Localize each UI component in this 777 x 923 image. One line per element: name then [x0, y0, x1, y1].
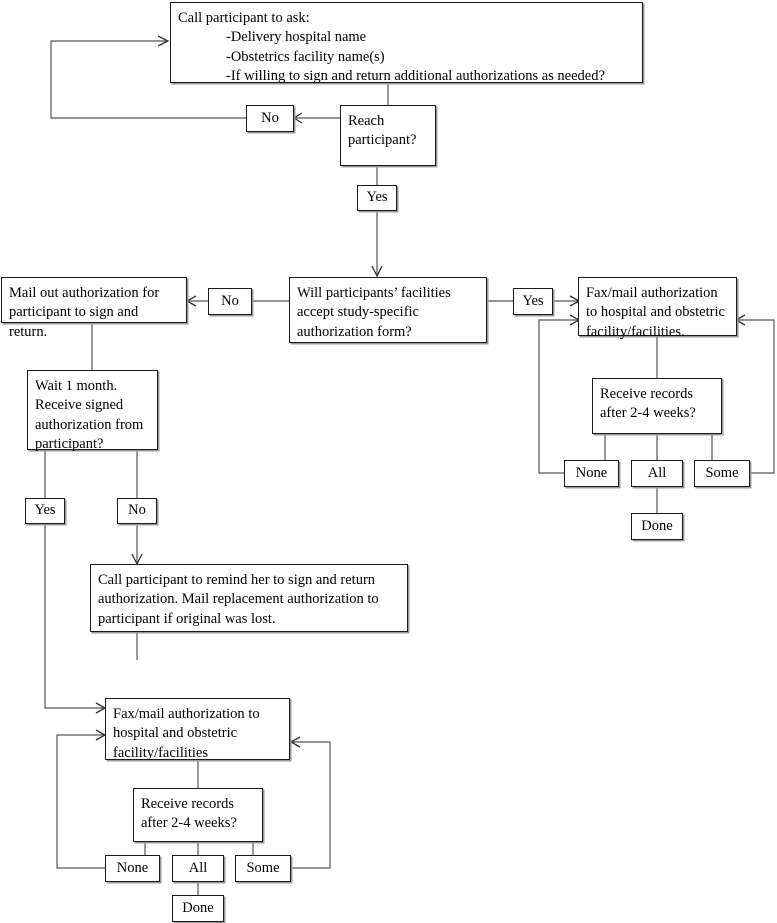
node-accept-yes-label[interactable]: Yes — [513, 288, 553, 315]
node-reach-yes-label[interactable]: Yes — [357, 185, 397, 211]
wait-yes-text: Yes — [34, 502, 56, 519]
wait-no-text: No — [128, 502, 146, 519]
node-accept-no-label[interactable]: No — [208, 288, 252, 315]
bottom-none-text: None — [116, 859, 149, 876]
bottom-done-text: Done — [182, 899, 214, 916]
call-remind-text: Call participant to remind her to sign a… — [98, 572, 379, 627]
conn-yes-to-faxbottom — [44, 524, 104, 709]
reach-yes-text: Yes — [366, 189, 388, 206]
conn-bottomsome-loopback — [290, 741, 331, 869]
wait-one-month-text: Wait 1 month. Receive signed authorizati… — [35, 378, 144, 452]
node-fax-mail-bottom[interactable]: Fax/mail authorization to hospital and o… — [105, 698, 290, 761]
receive-right-text: Receive records after 2-4 weeks? — [600, 386, 696, 422]
node-right-all[interactable]: All — [631, 460, 683, 487]
arrowhead-bottomsome-loopback — [289, 736, 301, 748]
right-none-text: None — [575, 464, 608, 481]
node-receive-records-right[interactable]: Receive records after 2-4 weeks? — [592, 378, 722, 434]
arrowhead-no-loopback — [157, 35, 170, 47]
node-right-some[interactable]: Some — [694, 460, 750, 487]
node-wait-yes-label[interactable]: Yes — [25, 498, 65, 524]
conn-no-loopback — [50, 40, 246, 119]
node-right-done[interactable]: Done — [631, 513, 683, 540]
right-some-text: Some — [705, 464, 739, 481]
accept-yes-text: Yes — [522, 292, 544, 309]
reach-participant-text: Reach participant? — [348, 113, 417, 149]
accept-no-text: No — [221, 292, 239, 309]
fax-bottom-text: Fax/mail authorization to hospital and o… — [113, 706, 260, 761]
conn-rightsome-loopback — [738, 319, 775, 474]
node-bottom-all[interactable]: All — [172, 855, 224, 882]
bottom-some-text: Some — [246, 859, 280, 876]
conn-rightnone-loopback — [538, 319, 578, 474]
mail-out-auth-text: Mail out authorization for participant t… — [9, 285, 160, 340]
node-right-none[interactable]: None — [564, 460, 619, 487]
node-mail-out-authorization[interactable]: Mail out authorization for participant t… — [1, 277, 187, 340]
arrowhead-no-mailout — [185, 295, 197, 307]
node-call-remind[interactable]: Call participant to remind her to sign a… — [90, 564, 408, 632]
call-participant-bullet-2: -Obstetrics facility name(s) — [226, 48, 385, 65]
receive-bottom-text: Receive records after 2-4 weeks? — [141, 796, 237, 832]
right-all-text: All — [647, 464, 667, 481]
call-participant-bullet-1: -Delivery hospital name — [226, 29, 367, 46]
node-reach-participant[interactable]: Reach participant? — [340, 105, 436, 166]
conn-bottomnone-loopback — [56, 734, 105, 869]
accept-form-text: Will participants’ facilities accept stu… — [297, 285, 451, 340]
call-participant-bullet-3: -If willing to sign and return additiona… — [226, 67, 605, 84]
arrowhead-reach-no — [292, 112, 303, 124]
node-fax-mail-right[interactable]: Fax/mail authorization to hospital and o… — [578, 277, 737, 340]
node-bottom-none[interactable]: None — [105, 855, 160, 882]
node-bottom-done[interactable]: Done — [172, 895, 224, 922]
right-done-text: Done — [641, 517, 673, 534]
node-wait-no-label[interactable]: No — [117, 498, 157, 524]
node-call-participant-to-ask[interactable]: Call participant to ask: -Delivery hospi… — [170, 2, 643, 84]
node-bottom-some[interactable]: Some — [235, 855, 291, 882]
reach-no-text: No — [261, 109, 279, 126]
node-accept-study-form[interactable]: Will participants’ facilities accept stu… — [289, 277, 487, 343]
node-reach-no-label[interactable]: No — [246, 105, 294, 132]
call-participant-line1: Call participant to ask: — [178, 10, 310, 26]
bottom-all-text: All — [188, 859, 208, 876]
fax-right-text: Fax/mail authorization to hospital and o… — [586, 285, 725, 340]
node-wait-one-month[interactable]: Wait 1 month. Receive signed authorizati… — [27, 370, 158, 452]
arrowhead-yes-accept — [371, 265, 383, 278]
node-receive-records-bottom[interactable]: Receive records after 2-4 weeks? — [133, 788, 263, 842]
